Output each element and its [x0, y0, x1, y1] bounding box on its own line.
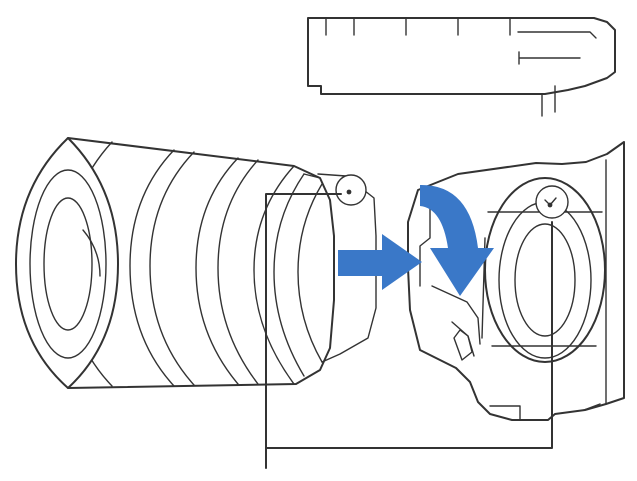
camera-lens-mount — [484, 177, 606, 363]
camera-handle — [307, 17, 616, 117]
lens-mark-dot — [346, 189, 352, 195]
lens-body — [15, 137, 377, 389]
lens-mark-circle — [335, 174, 367, 206]
callout-lines — [265, 193, 553, 469]
insert-arrow — [338, 234, 422, 290]
motion-arrows — [338, 184, 494, 296]
rotate-arrow — [420, 184, 494, 296]
